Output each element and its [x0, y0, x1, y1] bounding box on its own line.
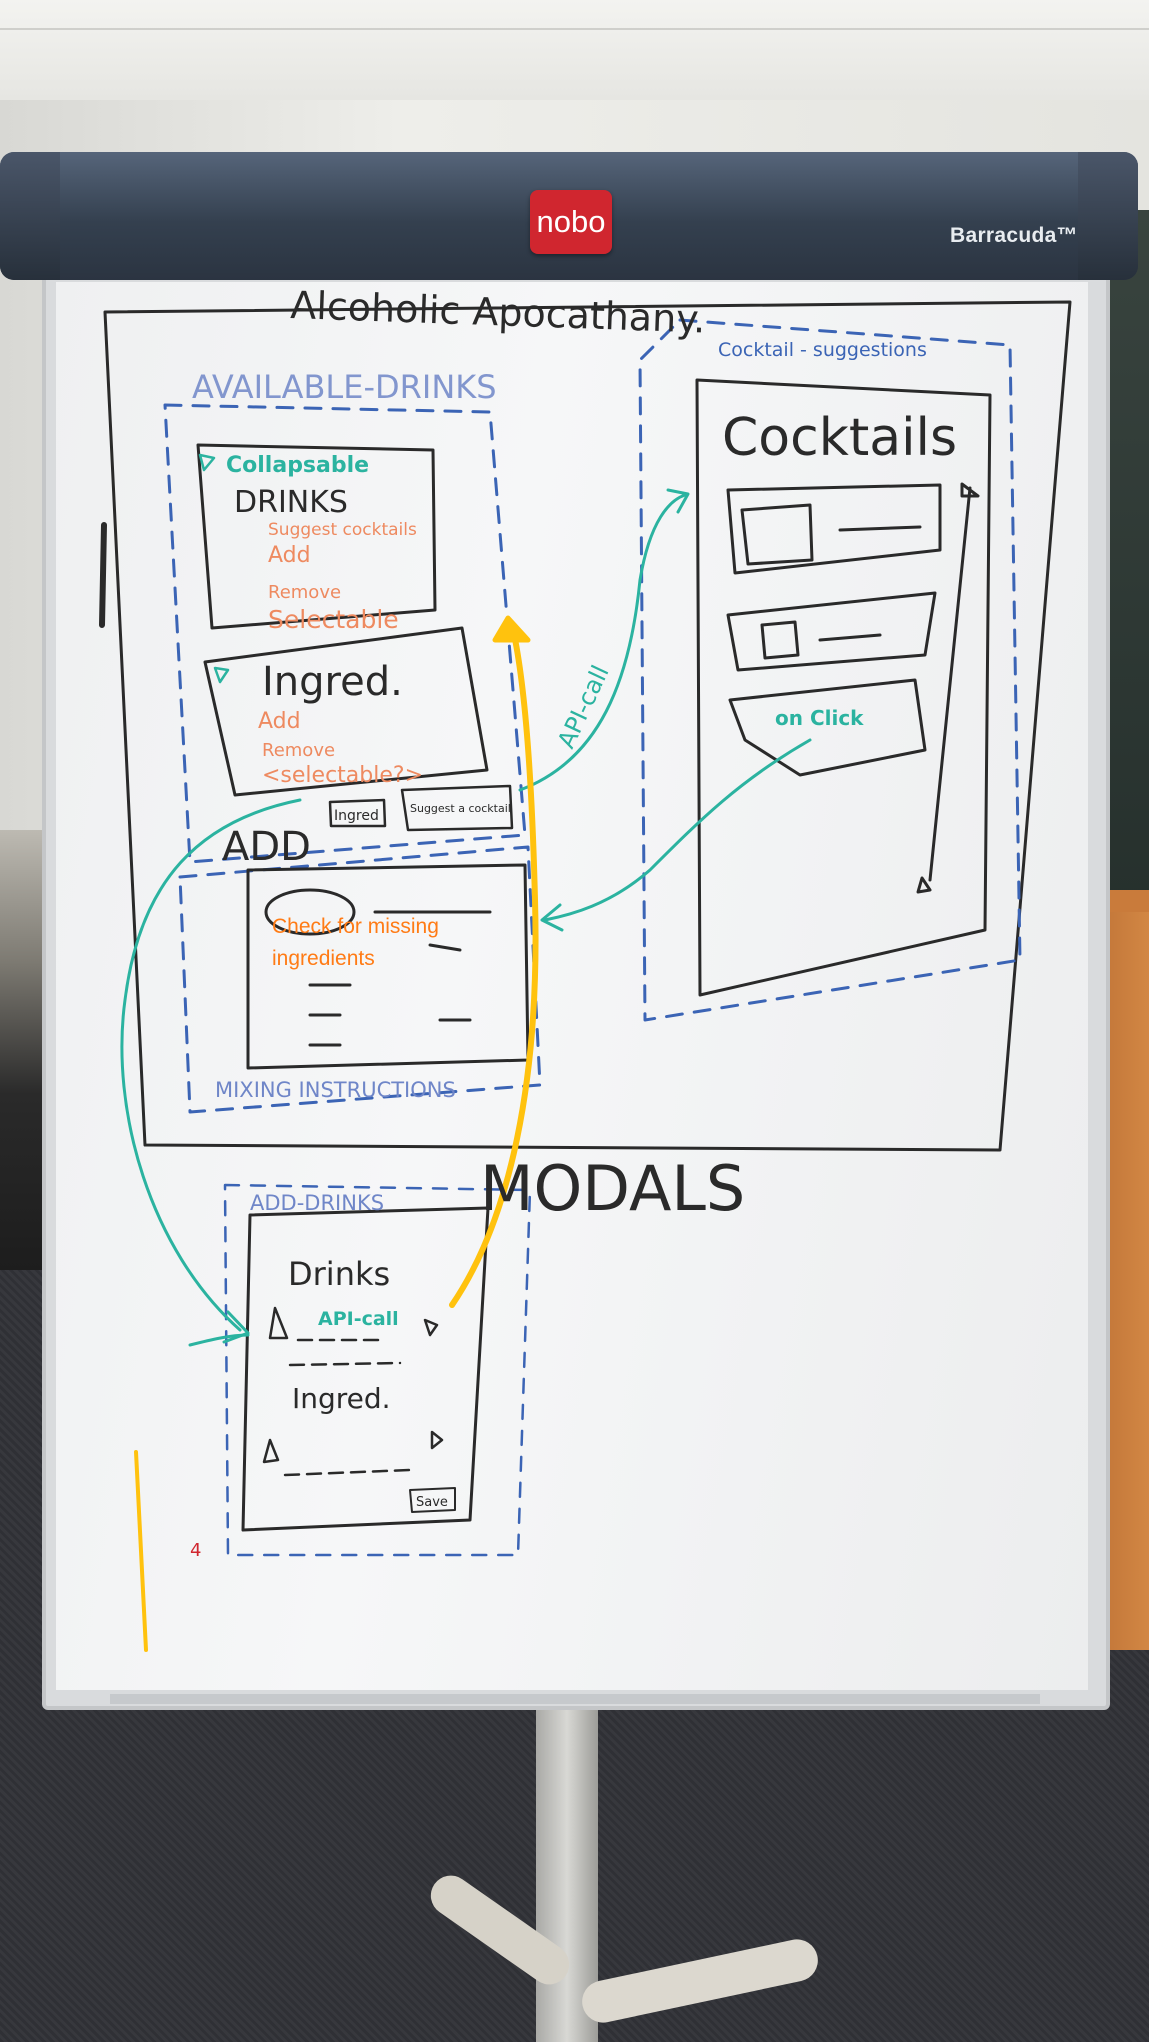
header-end-cap [0, 152, 60, 280]
api-call-label: API-call [552, 661, 615, 752]
on-click-arrowhead [540, 903, 564, 932]
add-modal-arrowhead [222, 1310, 250, 1344]
cocktail-suggestions-label: Cocktail - suggestions [718, 339, 927, 361]
suggest-cocktail-button-label: Suggest a cocktail [410, 802, 511, 815]
drinks-item: Add [268, 543, 311, 568]
scroll-indicator [916, 482, 980, 894]
modals-heading: MODALS [480, 1152, 745, 1225]
cocktail-card [726, 483, 942, 575]
collapsable-label: Collapsable [226, 453, 369, 478]
nobo-logo: nobo [530, 190, 612, 254]
typed-note: Check for missing ingredients [272, 911, 512, 975]
drinks-panel [196, 443, 437, 630]
sketch-title: Alcoholic Apocathany. [290, 283, 706, 341]
app-frame [103, 300, 1072, 1152]
ingredients-item: <selectable?> [262, 763, 423, 788]
cocktail-thumb [760, 620, 800, 660]
cocktail-list [695, 378, 992, 997]
drinks-item: Suggest cocktails [268, 520, 417, 540]
add-label: ADD [222, 824, 311, 870]
modal-ingredients-label: Ingred. [292, 1382, 391, 1415]
modal-save-label: Save [416, 1495, 448, 1510]
modal-api-call-label: API-call [318, 1308, 399, 1330]
ceiling-seam [0, 28, 1149, 30]
drinks-item: Selectable [268, 605, 399, 634]
add-drinks-label: ADD-DRINKS [250, 1191, 384, 1215]
mixing-instructions-label: MIXING INSTRUCTIONS [215, 1078, 456, 1102]
mixing-image [264, 888, 356, 936]
cocktail-thumb [740, 503, 814, 566]
ingredients-heading: Ingred. [262, 659, 403, 705]
api-call-arrowhead [666, 488, 690, 514]
ingredients-panel [203, 626, 489, 797]
mixing-line [308, 910, 492, 1047]
modal-save-button [409, 1487, 456, 1513]
refresh-arrow [449, 622, 539, 1308]
whiteboard-surface [56, 282, 1088, 1690]
cocktail-suggestions-box [638, 318, 1022, 1022]
cocktail-line [838, 525, 922, 532]
cocktail-line [818, 633, 882, 642]
on-click-arrow [543, 738, 812, 922]
easel-pole [536, 1700, 598, 2042]
typed-note-line: ingredients [272, 947, 375, 970]
modal-dropdown [262, 1306, 444, 1464]
modal-panel [241, 1206, 490, 1532]
drinks-heading: DRINKS [234, 485, 348, 520]
add-ingredient-button [328, 798, 387, 828]
ceiling [0, 0, 1149, 100]
add-modal-arrow [120, 798, 302, 1347]
modal-divider [283, 1338, 412, 1477]
cocktail-card [726, 591, 937, 672]
suggest-cocktail-button [400, 784, 514, 832]
mixing-instructions-box [178, 845, 542, 1114]
available-drinks-box [163, 403, 527, 864]
header-end-cap [1078, 152, 1138, 280]
ingredients-item: Add [258, 709, 301, 734]
modal-drinks-label: Drinks [288, 1255, 390, 1293]
drinks-item: Remove [268, 582, 341, 603]
collapse-triangle [198, 453, 216, 472]
typed-note-line: Check for missing [272, 915, 439, 938]
marker-smudge [99, 522, 107, 628]
ingredients-item: Remove [262, 740, 335, 761]
cocktail-card [728, 678, 927, 777]
corner-mark: 4 [190, 1540, 201, 1561]
on-click-label: on Click [775, 706, 864, 730]
collapse-triangle [213, 666, 230, 684]
yellow-stroke [134, 1450, 148, 1652]
marker-tray [110, 1694, 1040, 1704]
model-name: Barracuda™ [950, 224, 1078, 247]
add-ingredient-button-label: Ingred [334, 808, 379, 824]
available-drinks-label: AVAILABLE-DRINKS [192, 368, 497, 406]
refresh-arrowhead [492, 615, 531, 643]
cocktails-heading: Cocktails [722, 408, 957, 468]
api-call-arrow [518, 493, 687, 792]
